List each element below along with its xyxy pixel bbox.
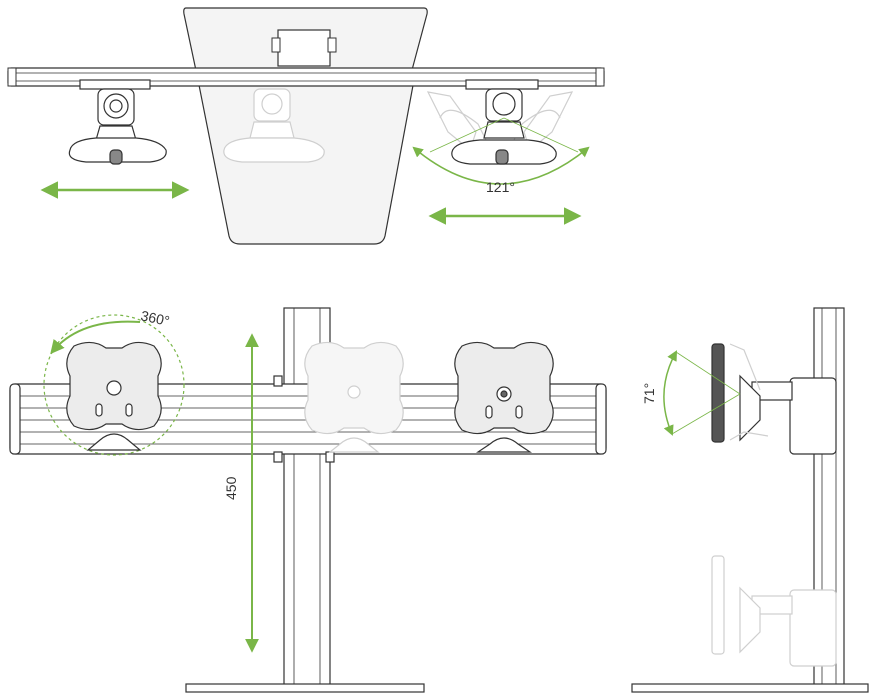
clamp-bracket	[277, 29, 331, 67]
side-mount-lower-ghost	[711, 555, 837, 667]
swivel-arc	[412, 146, 590, 185]
tilt-angle-label: 71°	[641, 383, 657, 404]
vesa-plate-center-ghost	[304, 341, 404, 453]
height-label: 450	[223, 476, 239, 500]
rotation-angle-label: 360°	[139, 307, 171, 329]
tilt-arc	[663, 350, 678, 436]
top-rail	[7, 67, 605, 87]
vesa-plate-right	[454, 341, 554, 453]
side-base	[631, 683, 869, 693]
rotation-circle	[43, 314, 185, 456]
top-head-left	[68, 79, 167, 165]
side-mount-upper	[711, 343, 837, 455]
vesa-plate-left	[66, 341, 162, 451]
top-head-center-ghost	[223, 88, 325, 163]
side-tilt-ghost	[729, 343, 769, 441]
front-view: 360° 450	[9, 307, 607, 693]
side-view: 71°	[631, 307, 869, 693]
desk-panel	[183, 7, 428, 245]
top-head-right	[451, 79, 557, 165]
top-view: 121°	[7, 7, 605, 245]
front-base	[185, 683, 425, 693]
swivel-angle-label: 121°	[486, 179, 515, 195]
rotation-arrow	[50, 320, 141, 355]
